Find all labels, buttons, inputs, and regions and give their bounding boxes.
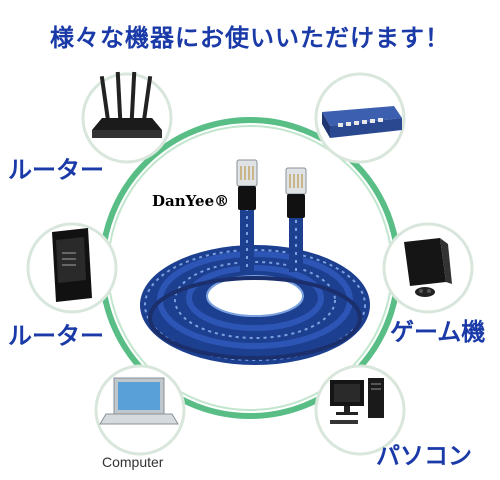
wifi-router-icon <box>92 71 162 138</box>
network-switch-icon <box>322 106 402 138</box>
cable-runs <box>240 208 303 272</box>
node-router-top <box>81 71 173 164</box>
game-console-icon <box>404 238 452 297</box>
node-game <box>382 222 474 314</box>
headline: 様々な機器にお使いいただけます！ <box>50 24 450 52</box>
label-pc: パソコン <box>376 442 472 470</box>
rj45-connector-right <box>285 167 307 218</box>
node-router-mid <box>26 222 118 314</box>
label-router-top: ルーター <box>8 156 104 184</box>
node-desktop <box>314 364 406 456</box>
cable-coil <box>140 245 370 365</box>
label-game: ゲーム機 <box>390 318 486 346</box>
label-router-mid: ルーター <box>8 322 104 350</box>
desktop-pc-icon <box>330 378 384 424</box>
node-switch <box>314 72 406 164</box>
home-gateway-icon <box>52 228 92 302</box>
brand-name: DanYee® <box>152 192 230 210</box>
rj45-connector-left <box>236 159 258 210</box>
label-computer: Computer <box>102 454 164 470</box>
node-laptop <box>94 364 186 456</box>
laptop-icon <box>99 377 179 425</box>
